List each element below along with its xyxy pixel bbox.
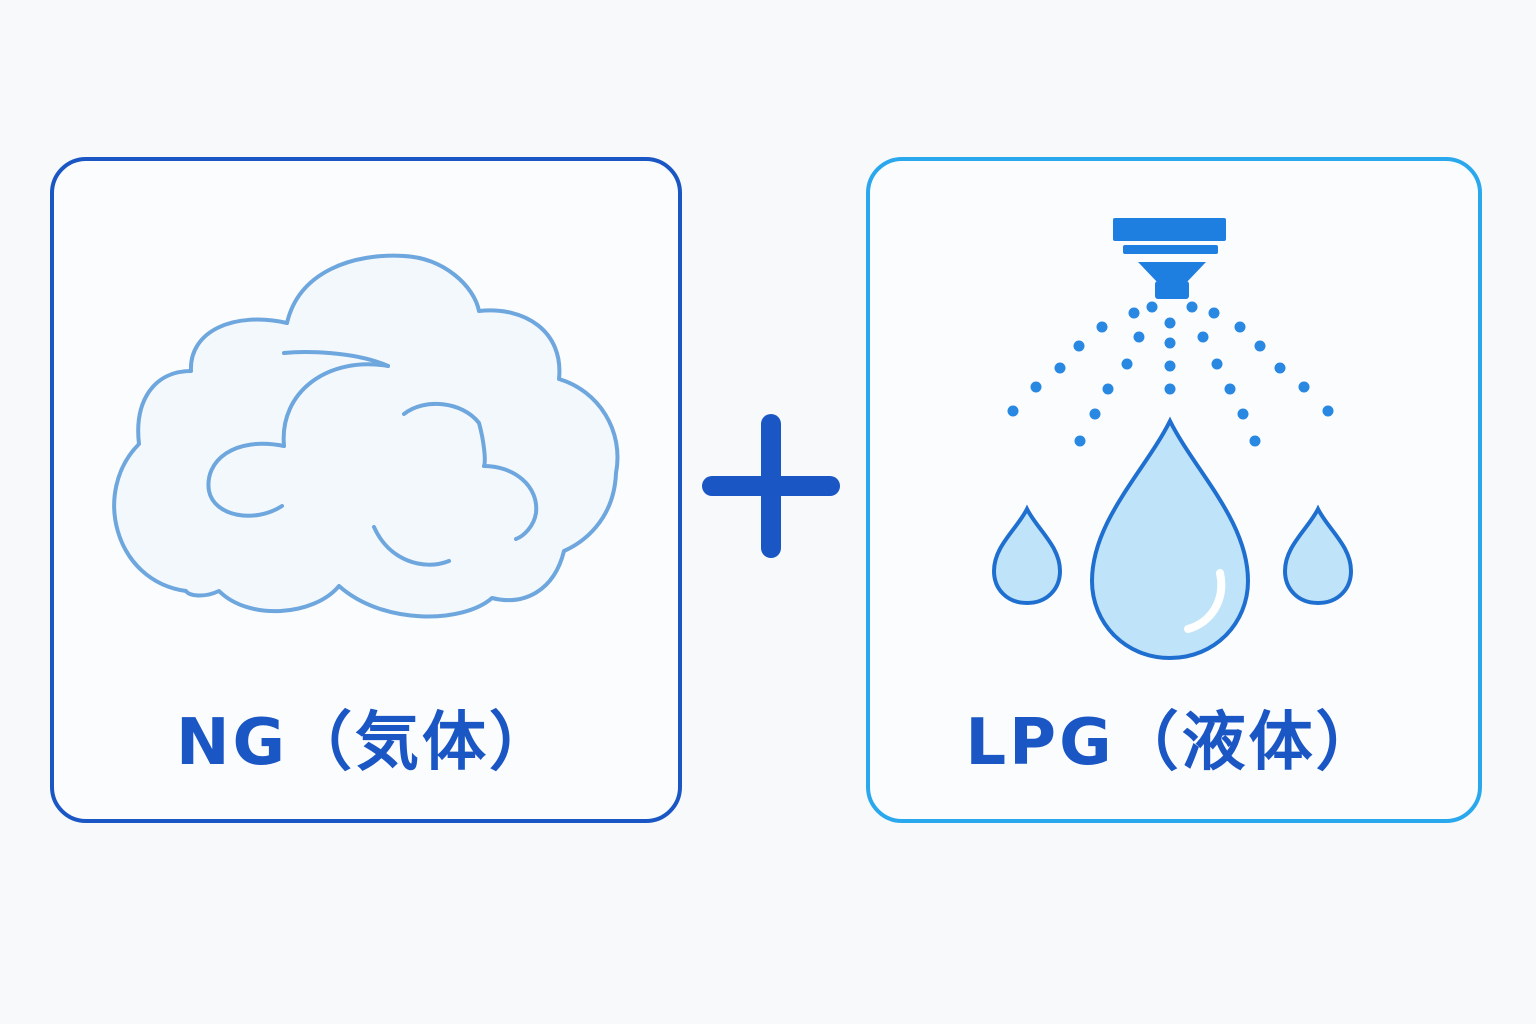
spray-dot [1054, 362, 1066, 374]
ng-gas-card: NG（気体） [50, 157, 682, 823]
spray-dot [1074, 435, 1086, 447]
spray-dot [1146, 301, 1158, 313]
spray-dot [1133, 331, 1145, 343]
spray-mist-icon [1007, 301, 1334, 447]
spray-dot [1121, 358, 1133, 370]
lpg-liquid-card: LPG（液体） [866, 157, 1482, 823]
spray-dot [1164, 337, 1176, 349]
spray-dot [1322, 405, 1334, 417]
ng-label: NG（気体） [175, 706, 557, 780]
small-droplet-right-icon [1282, 504, 1354, 606]
small-droplet-left-icon [991, 504, 1063, 606]
nozzle-icon [1113, 218, 1226, 299]
spray-dot [1224, 383, 1236, 395]
cloud-icon [112, 253, 620, 619]
spray-dot [1249, 435, 1261, 447]
spray-dot [1208, 307, 1220, 319]
plus-icon [702, 414, 840, 558]
lpg-label: LPG（液体） [965, 706, 1383, 780]
spray-dot [1234, 321, 1246, 333]
spray-dot [1186, 301, 1198, 313]
spray-dot [1211, 358, 1223, 370]
spray-dot [1128, 307, 1140, 319]
spray-dot [1298, 381, 1310, 393]
spray-dot [1030, 381, 1042, 393]
spray-dot [1254, 340, 1266, 352]
spray-dot [1164, 383, 1176, 395]
large-droplet-icon [1089, 416, 1251, 661]
spray-dot [1102, 383, 1114, 395]
spray-dot [1089, 408, 1101, 420]
spray-nozzle-droplets-icon [991, 218, 1354, 661]
spray-dot [1197, 331, 1209, 343]
spray-dot [1164, 360, 1176, 372]
spray-dot [1164, 317, 1176, 329]
spray-dot [1073, 340, 1085, 352]
spray-dot [1274, 362, 1286, 374]
spray-dot [1096, 321, 1108, 333]
spray-dot [1237, 408, 1249, 420]
spray-dot [1007, 405, 1019, 417]
